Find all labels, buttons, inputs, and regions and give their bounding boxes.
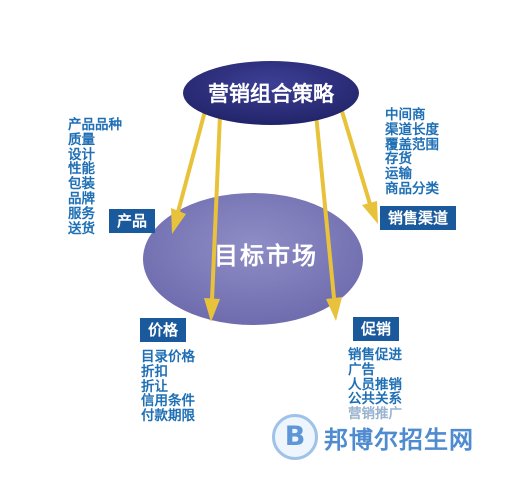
- channel-item: 覆盖范围: [385, 136, 439, 153]
- price-items-list: 目录价格 折扣 折让 信用条件 付款期限: [141, 350, 195, 424]
- product-item: 包装: [68, 176, 95, 193]
- promotion-item: 人员推销: [348, 376, 402, 393]
- channel-tag: 销售渠道: [380, 206, 457, 230]
- watermark: B 邦博尔招生网: [272, 414, 474, 460]
- product-item: 服务: [68, 205, 95, 222]
- channel-item: 商品分类: [385, 180, 439, 197]
- price-item: 目录价格: [141, 349, 195, 365]
- strategy-label: 营销组合策略: [208, 82, 335, 106]
- channel-item: 运输: [385, 166, 412, 183]
- product-item: 性能: [68, 161, 95, 178]
- price-item: 折扣: [141, 363, 168, 380]
- promotion-item: 销售促进: [348, 347, 402, 363]
- promotion-item: 广告: [348, 361, 375, 378]
- arrow-to-promotion: [314, 113, 342, 321]
- product-item: 设计: [68, 146, 95, 163]
- product-item: 质量: [68, 131, 95, 148]
- channel-item: 存货: [385, 151, 412, 168]
- price-item: 折让: [141, 378, 168, 395]
- promotion-item: 公共关系: [348, 391, 402, 408]
- promotion-item: 营销推广: [348, 406, 402, 423]
- promotion-items-list: 销售促进 广告 人员推销 公共关系 营销推广: [348, 348, 402, 422]
- product-item: 产品品种: [68, 117, 122, 133]
- arrow-to-price: [204, 114, 222, 322]
- arrow-to-channel: [339, 107, 378, 224]
- channel-item: 中间商: [385, 107, 426, 123]
- channel-items-list: 中间商 渠道长度 覆盖范围 存货 运输 商品分类: [385, 108, 439, 197]
- price-tag: 价格: [140, 318, 187, 342]
- price-item: 付款期限: [141, 408, 195, 425]
- strategy-ellipse: [183, 61, 359, 125]
- product-items-list: 产品品种 质量 设计 性能 包装 品牌 服务 送货: [68, 118, 122, 236]
- arrow-to-product: [171, 110, 207, 234]
- channel-item: 渠道长度: [385, 121, 439, 138]
- target-market-ellipse: [143, 193, 363, 325]
- product-item: 品牌: [68, 190, 95, 207]
- target-market-label: 目标市场: [214, 242, 318, 270]
- product-tag: 产品: [109, 209, 156, 233]
- product-item: 送货: [68, 220, 95, 237]
- price-item: 信用条件: [141, 393, 195, 410]
- watermark-logo: B: [272, 414, 318, 460]
- watermark-text: 邦博尔招生网: [324, 425, 474, 454]
- promotion-tag: 促销: [353, 317, 400, 341]
